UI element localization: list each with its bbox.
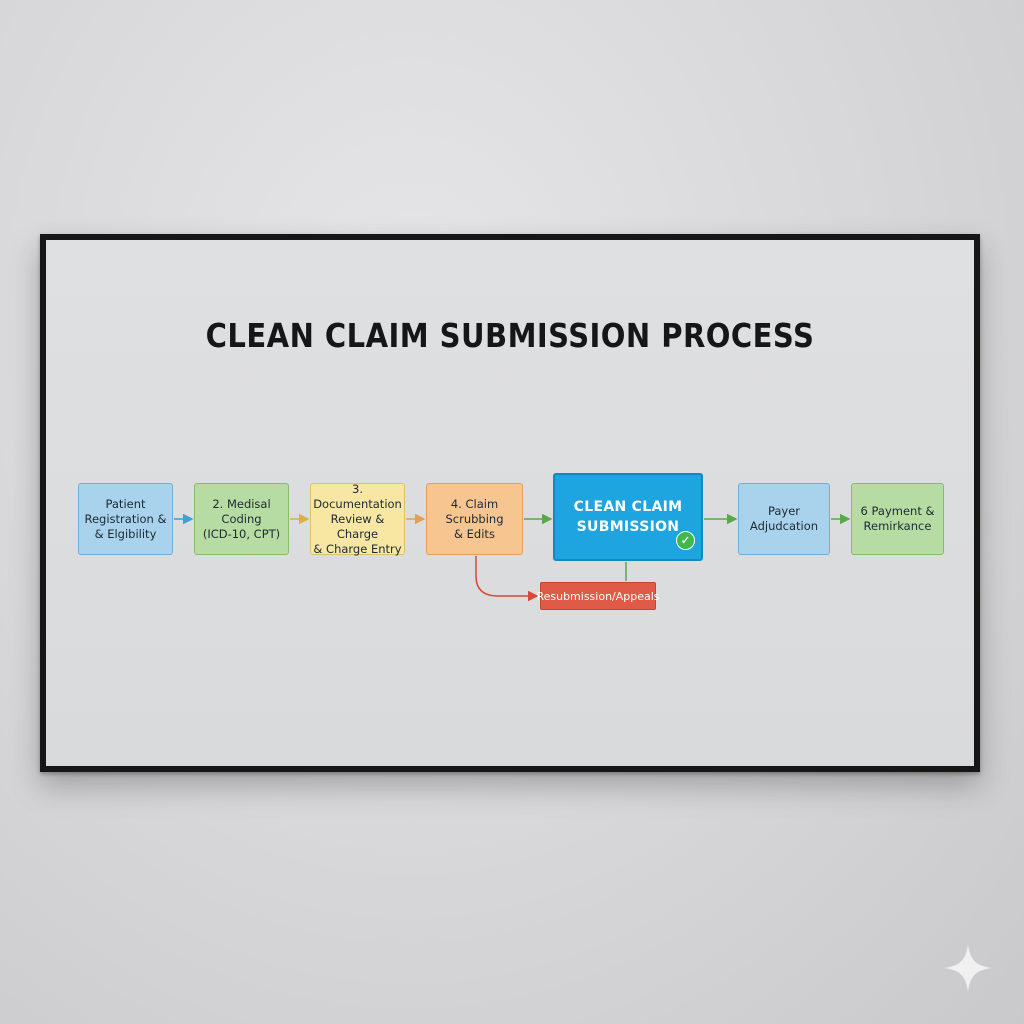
sparkle-icon	[944, 944, 992, 992]
step-claim-scrubbing: 4. Claim Scrubbing & Edits	[426, 483, 523, 555]
diagram-title: CLEAN CLAIM SUBMISSION PROCESS	[205, 316, 815, 355]
screen: CLEAN CLAIM SUBMISSION PROCESS Patient R…	[46, 240, 974, 766]
step-patient-registration: Patient Registration & & Elgibility	[78, 483, 173, 555]
check-icon: ✓	[676, 531, 695, 550]
step-payment-remittance: 6 Payment & Remirkance	[851, 483, 944, 555]
connector-layer	[174, 513, 851, 602]
step-medical-coding: 2. Medisal Coding (ICD-10, CPT)	[194, 483, 289, 555]
step-payer-adjudication: Payer Adjudcation	[738, 483, 830, 555]
resubmission-appeals-box: Resubmission/Appeals	[536, 582, 660, 610]
arrow-scrub-to-resubmission	[475, 556, 539, 602]
step-documentation-review: 3. Documentation Review & Charge & Charg…	[310, 482, 405, 556]
monitor-frame: CLEAN CLAIM SUBMISSION PROCESS Patient R…	[40, 234, 980, 772]
